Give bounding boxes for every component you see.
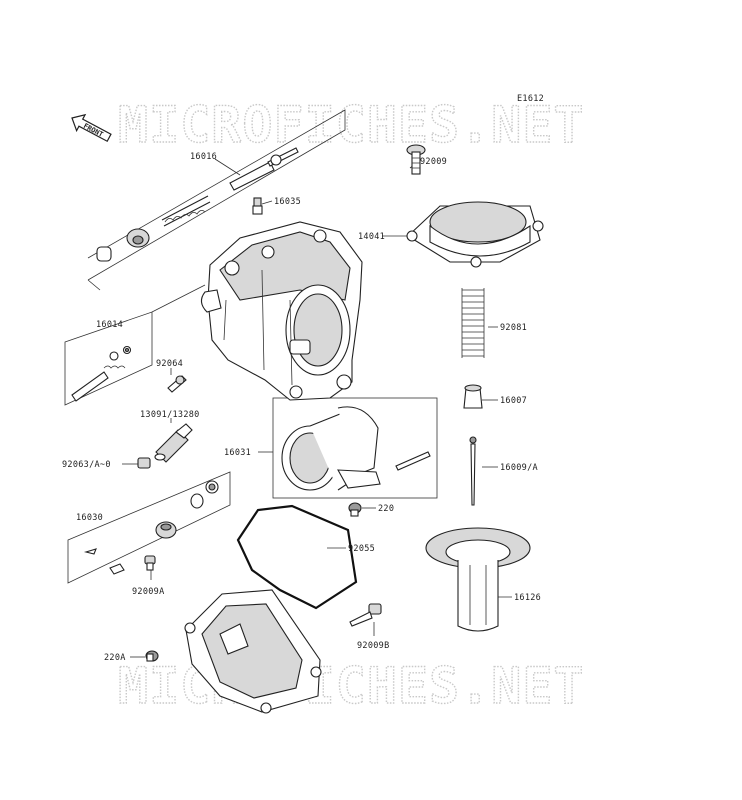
part-label-14041: 14041 <box>358 232 385 242</box>
part-label-92009a: 92009A <box>132 587 165 597</box>
part-label-16009-a: 16009/A <box>500 463 538 473</box>
part-label-92009: 92009 <box>420 157 447 167</box>
needle-holder <box>463 384 483 409</box>
main-jet <box>154 423 193 463</box>
pilot-screw <box>71 345 132 402</box>
part-label-16014: 16014 <box>96 320 123 330</box>
pilot-jet <box>252 197 263 215</box>
pilot-screw-assembly <box>96 147 299 262</box>
screw-92009 <box>406 144 426 175</box>
part-label-16031: 16031 <box>224 448 251 458</box>
part-labels: 16016 16035 92009 14041 16014 92064 9208… <box>62 152 541 663</box>
part-label-16007: 16007 <box>500 396 527 406</box>
carburetor-body <box>200 221 363 401</box>
front-arrow-icon: FRONT <box>71 113 112 143</box>
ref-code: E1612 <box>517 94 544 104</box>
part-label-220: 220 <box>378 504 394 514</box>
plug-92063 <box>137 457 151 469</box>
part-label-16035: 16035 <box>274 197 301 207</box>
throttle-assembly <box>281 406 431 491</box>
top-cover <box>406 201 544 268</box>
watermark-bottom: MICROFICHES.NET <box>118 657 585 715</box>
part-label-220a: 220A <box>104 653 126 663</box>
float-bowl-gasket <box>236 504 358 610</box>
part-label-92081: 92081 <box>500 323 527 333</box>
part-label-92055: 92055 <box>348 544 375 554</box>
vacuum-piston <box>425 527 531 632</box>
part-label-92064: 92064 <box>156 359 183 369</box>
part-label-13091-13280: 13091/13280 <box>140 410 200 420</box>
float-bowl <box>184 589 322 714</box>
leader-lines <box>64 109 512 658</box>
part-label-92009b: 92009B <box>357 641 390 651</box>
part-label-92063: 92063/A~0 <box>62 460 111 470</box>
part-label-16030: 16030 <box>76 513 103 523</box>
screw-92009b <box>349 603 382 627</box>
screw-220 <box>348 502 362 517</box>
screw-92009a <box>144 555 156 571</box>
float-valve-parts <box>83 480 219 575</box>
watermark-top: MICROFICHES.NET <box>118 96 585 154</box>
spring-92081 <box>461 288 485 358</box>
part-label-16126: 16126 <box>514 593 541 603</box>
screw-220a <box>145 650 159 662</box>
part-label-16016: 16016 <box>190 152 217 162</box>
jet-needle <box>469 436 477 506</box>
fitting-92064 <box>167 375 187 393</box>
